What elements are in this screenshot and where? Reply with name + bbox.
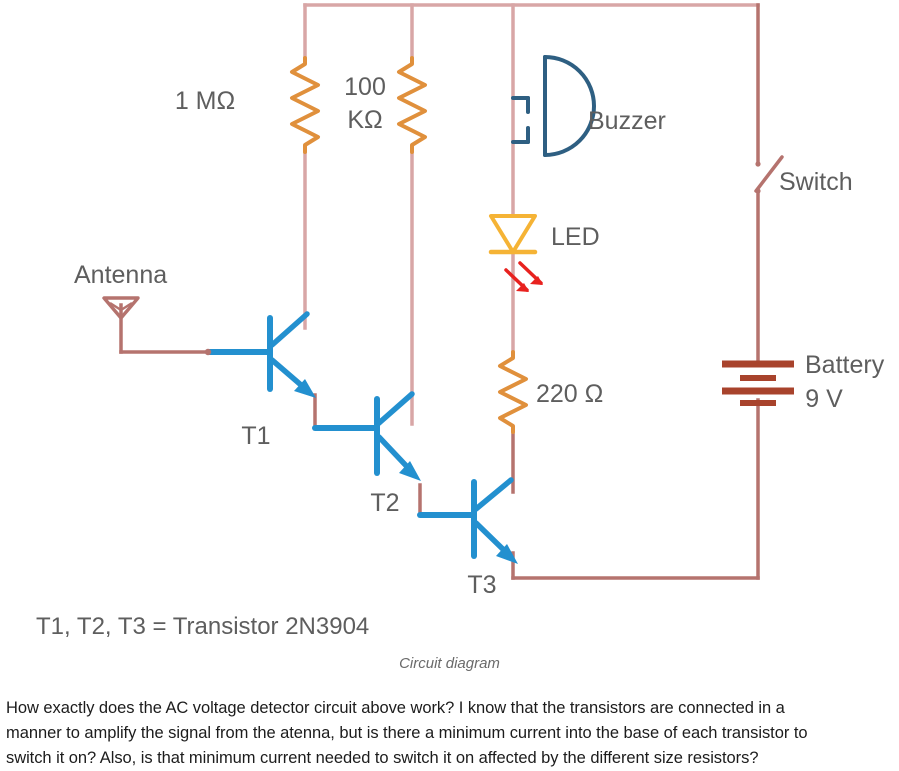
transistor-t3-label: T3 [467, 571, 496, 599]
resistor-r3-label: 220 Ω [536, 380, 603, 408]
t2-emitter-arrowhead [399, 461, 421, 481]
junction-antenna-base [204, 348, 212, 356]
switch-label: Switch [779, 168, 853, 196]
resistor-icon [290, 56, 320, 154]
npn-transistor-icon [205, 311, 316, 398]
switch-icon [754, 155, 784, 194]
switch-lever [754, 155, 784, 193]
led-icon [488, 214, 543, 292]
t1-collector-lead [269, 311, 310, 348]
resistor-icon [498, 350, 528, 434]
resistor-r2-label-line1: 100 [344, 73, 386, 101]
npn-transistor-icon [417, 477, 518, 564]
led-arrow-1-head [530, 276, 543, 285]
battery-label-line2: 9 V [805, 385, 843, 413]
circuit-schematic: 1 MΩ 100 KΩ Buzzer [36, 3, 885, 640]
battery-icon [722, 360, 794, 406]
wire-network [119, 3, 760, 580]
buzzer-dome [543, 55, 596, 157]
buzzer-label: Buzzer [588, 107, 666, 135]
resistor-r1-zigzag [290, 56, 320, 154]
transistor-note: T1, T2, T3 = Transistor 2N3904 [36, 613, 369, 640]
resistor-r2-zigzag [397, 56, 427, 154]
npn-transistor-icon [312, 391, 421, 481]
junction-dots [204, 348, 212, 356]
figure-caption: Circuit diagram [399, 655, 500, 672]
antenna-label: Antenna [74, 261, 167, 289]
t1-emitter-arrowhead [294, 379, 316, 398]
question-line-1: How exactly does the AC voltage detector… [6, 699, 785, 717]
battery-label-line1: Battery [805, 351, 885, 379]
circuit-diagram-figure: 1 MΩ 100 KΩ Buzzer [36, 3, 885, 640]
led-triangle [489, 214, 537, 254]
t2-collector-lead [376, 391, 415, 426]
buzzer-icon [511, 55, 596, 157]
question-text-block: How exactly does the AC voltage detector… [0, 696, 899, 771]
resistor-r2-label-line2: KΩ [347, 106, 382, 134]
antenna-dish [102, 296, 140, 320]
antenna-icon [102, 296, 140, 320]
led-light-arrows [504, 261, 543, 292]
led-arrow-2-head [516, 283, 529, 292]
antenna-dish-rib-right [120, 301, 133, 312]
resistor-r3-zigzag [498, 350, 528, 434]
question-line-2: manner to amplify the signal from the at… [6, 724, 808, 742]
resistor-r1-label: 1 MΩ [175, 87, 235, 115]
resistor-icon [397, 56, 427, 154]
antenna-dish-rib-left [109, 301, 122, 312]
t3-emitter-arrowhead [496, 544, 518, 564]
transistor-t1-label: T1 [241, 422, 270, 450]
transistor-t2-label: T2 [370, 489, 399, 517]
question-line-3: switch it on? Also, is that minimum curr… [6, 749, 759, 767]
switch-contact [755, 161, 761, 167]
t3-collector-lead [473, 477, 514, 512]
figure-caption-wrap: Circuit diagram [0, 655, 899, 673]
led-label: LED [551, 223, 600, 251]
